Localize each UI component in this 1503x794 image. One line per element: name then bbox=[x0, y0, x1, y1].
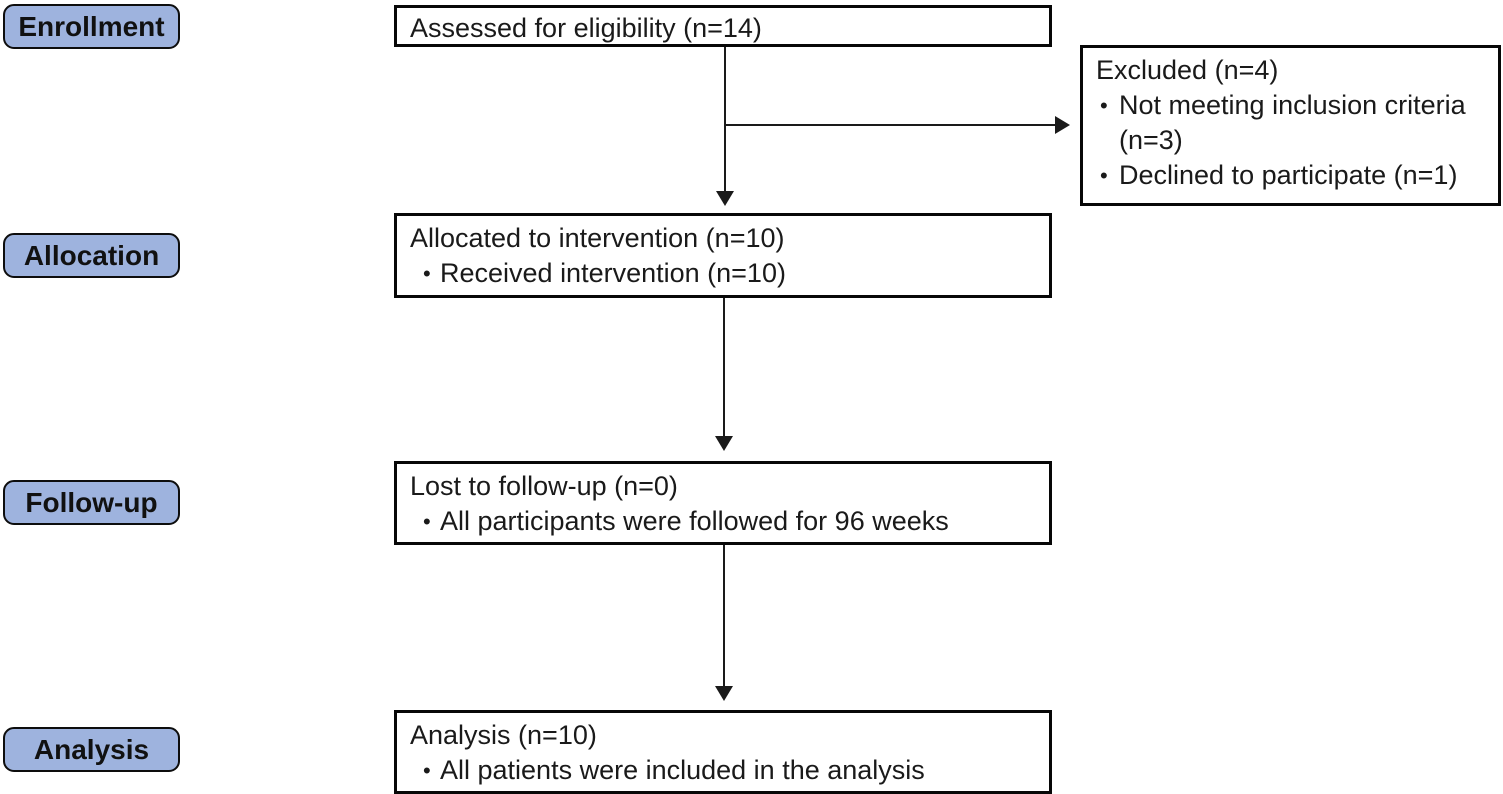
bullet-text: All participants were followed for 96 we… bbox=[440, 506, 949, 536]
bullet-icon: • bbox=[1100, 93, 1108, 118]
bullet-text: All patients were included in the analys… bbox=[440, 755, 925, 785]
list-item: • All participants were followed for 96 … bbox=[410, 504, 1049, 539]
box-analysis-bullets: • All patients were included in the anal… bbox=[397, 753, 1049, 788]
bullet-text: Declined to participate (n=1) bbox=[1119, 160, 1458, 190]
box-analysis: Analysis (n=10) • All patients were incl… bbox=[394, 710, 1052, 794]
bullet-text: Received intervention (n=10) bbox=[440, 258, 786, 288]
stage-label-allocation: Allocation bbox=[23, 239, 160, 271]
box-analysis-title: Analysis (n=10) bbox=[410, 720, 597, 750]
box-followup-bullets: • All participants were followed for 96 … bbox=[397, 504, 1049, 539]
box-excluded-bullets: • Not meeting inclusion criteria (n=3) •… bbox=[1083, 88, 1498, 193]
stage-label-enrollment: Enrollment bbox=[18, 10, 165, 42]
arrow-allocated-to-followup bbox=[723, 298, 725, 436]
list-item: • Received intervention (n=10) bbox=[410, 256, 1049, 291]
box-followup-title: Lost to follow-up (n=0) bbox=[410, 471, 678, 501]
bullet-icon: • bbox=[423, 509, 431, 534]
stage-badge-enrollment: Enrollment bbox=[3, 4, 180, 49]
list-item: • Not meeting inclusion criteria (n=3) bbox=[1086, 88, 1498, 158]
bullet-icon: • bbox=[423, 261, 431, 286]
box-assessed-for-eligibility: Assessed for eligibility (n=14) bbox=[394, 5, 1052, 47]
stage-badge-followup: Follow-up bbox=[3, 480, 180, 525]
stage-label-followup: Follow-up bbox=[25, 486, 158, 518]
box-allocated-bullets: • Received intervention (n=10) bbox=[397, 256, 1049, 291]
arrowhead-down-icon bbox=[715, 436, 733, 451]
stage-label-analysis: Analysis bbox=[33, 733, 150, 765]
list-item: • Declined to participate (n=1) bbox=[1086, 158, 1498, 193]
bullet-icon: • bbox=[423, 758, 431, 783]
box-lost-to-followup: Lost to follow-up (n=0) • All participan… bbox=[394, 461, 1052, 545]
arrow-followup-to-analysis bbox=[723, 545, 725, 686]
stage-badge-allocation: Allocation bbox=[3, 233, 180, 278]
box-allocated-title: Allocated to intervention (n=10) bbox=[410, 223, 785, 253]
box-assessed-title: Assessed for eligibility (n=14) bbox=[410, 13, 762, 43]
box-excluded-title: Excluded (n=4) bbox=[1096, 55, 1279, 85]
arrow-assessed-to-allocated bbox=[724, 47, 726, 191]
list-item: • All patients were included in the anal… bbox=[410, 753, 1049, 788]
arrow-to-excluded bbox=[725, 124, 1055, 126]
stage-badge-analysis: Analysis bbox=[3, 727, 180, 772]
bullet-icon: • bbox=[1100, 163, 1108, 188]
bullet-text: Not meeting inclusion criteria (n=3) bbox=[1119, 90, 1466, 155]
box-allocated-to-intervention: Allocated to intervention (n=10) • Recei… bbox=[394, 213, 1052, 298]
arrowhead-right-icon bbox=[1055, 116, 1070, 134]
arrowhead-down-icon bbox=[715, 686, 733, 701]
box-excluded: Excluded (n=4) • Not meeting inclusion c… bbox=[1080, 45, 1501, 206]
arrowhead-down-icon bbox=[716, 191, 734, 206]
